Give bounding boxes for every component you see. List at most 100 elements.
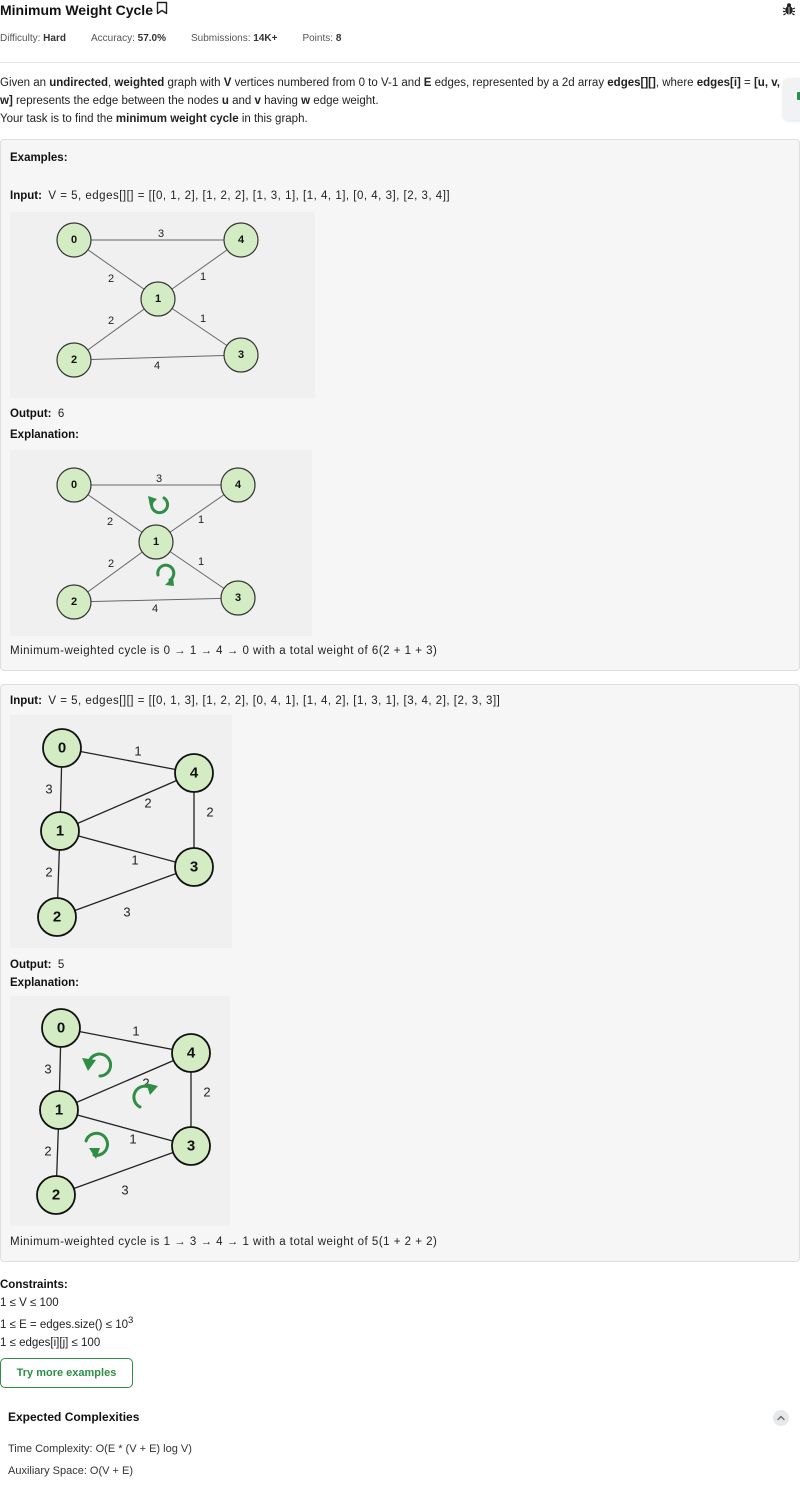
example-2-input: Input: V = 5, edges[][] = [[0, 1, 3], [1…: [10, 695, 501, 707]
constraints-heading: Constraints:: [0, 1279, 68, 1291]
edge-weight: 2: [108, 315, 114, 327]
example-2-explanation-label: Explanation:: [10, 977, 80, 989]
graph-node: [39, 1090, 79, 1130]
graph-node: [36, 1175, 76, 1215]
edge-weight: 2: [107, 516, 113, 528]
points: Points: 8: [302, 33, 342, 44]
space-complexity: Auxiliary Space: O(V + E): [8, 1465, 134, 1477]
example-2-output: Output: 5: [10, 959, 65, 971]
node-label: 3: [190, 859, 198, 876]
difficulty: Difficulty: Hard: [0, 33, 66, 44]
examples-heading: Examples:: [10, 152, 68, 164]
graph-edge: [59, 830, 195, 868]
node-label: 3: [187, 1138, 195, 1155]
graph-node: [41, 1008, 81, 1048]
constraint-line: 1 ≤ E = edges.size() ≤ 103: [0, 1315, 134, 1331]
graph-node: [223, 337, 259, 373]
example-1-explanation-graph: 3 2 1 2 1 4 0 4 1 2 3: [10, 450, 312, 636]
node-label: 2: [71, 596, 77, 608]
edge-weight: 2: [203, 1085, 210, 1100]
graph-node: [56, 342, 92, 378]
try-more-examples-button[interactable]: Try more examples: [0, 1358, 133, 1388]
edge-weight: 3: [45, 782, 52, 797]
graph-edge: [59, 772, 195, 832]
edge-weight: 3: [158, 228, 164, 240]
graph-edge: [60, 1027, 192, 1054]
description-paragraph-1: Given an undirected, weighted graph with…: [0, 77, 780, 107]
submissions: Submissions: 14K+: [191, 33, 278, 44]
example-card-2: Input: V = 5, edges[][] = [[0, 1, 3], [1…: [0, 684, 800, 1262]
side-panel-tab-marker: [797, 92, 800, 100]
expected-complexities-heading: Expected Complexities: [8, 1410, 140, 1424]
edge-weight: 1: [200, 313, 206, 325]
accuracy: Accuracy: 57.0%: [90, 33, 167, 44]
cycle-arrow-icon: [132, 1083, 158, 1109]
edge-weight: 1: [131, 853, 138, 868]
cycle-arrow-icon: [156, 563, 176, 586]
node-label: 4: [187, 1045, 196, 1062]
edge-weight: 2: [108, 273, 114, 285]
graph-node: [223, 222, 259, 258]
collapse-toggle[interactable]: [773, 1410, 789, 1426]
node-label: 1: [55, 1102, 63, 1119]
edge-weight: 1: [129, 1132, 136, 1147]
node-label: 3: [235, 592, 241, 604]
node-label: 3: [238, 349, 244, 361]
description-paragraph-2: Your task is to find the minimum weight …: [0, 113, 308, 125]
node-label: 0: [71, 234, 77, 246]
edge-weight: 2: [144, 796, 151, 811]
example-1-input: Input: V = 5, edges[][] = [[0, 1, 2], [1…: [10, 190, 451, 202]
node-label: 0: [71, 479, 77, 491]
edge-weight: 2: [45, 865, 52, 880]
example-1-output: Output: 6: [10, 408, 65, 420]
example-1-explanation-label: Explanation:: [10, 429, 80, 441]
example-2-explanation-graph: 1 3 2 2 1 2 3 0 4 1 3 2: [10, 996, 230, 1226]
graph-node: [56, 222, 92, 258]
edge-weight: 1: [134, 744, 141, 759]
example-card-1: Examples: Input: V = 5, edges[][] = [[0,…: [0, 139, 800, 671]
problem-title-text: Minimum Weight Cycle: [0, 1, 153, 18]
problem-description: Given an undirected, weighted graph with…: [0, 74, 800, 128]
time-complexity: Time Complexity: O(E * (V + E) log V): [8, 1443, 192, 1455]
node-label: 0: [57, 1020, 65, 1037]
graph-edge: [56, 866, 195, 918]
edge-weight: 4: [154, 360, 160, 372]
graph-node: [40, 811, 80, 851]
edge-weight: 1: [132, 1024, 139, 1039]
report-bug-icon[interactable]: [782, 2, 796, 21]
node-label: 1: [56, 823, 64, 840]
problem-header: Minimum Weight Cycle Difficulty: Hard Ac…: [0, 0, 800, 63]
graph-node: [56, 467, 92, 503]
edge-weight: 1: [200, 271, 206, 283]
edge-weight: 2: [108, 558, 114, 570]
example-1-graph: 3 2 1 2 1 4 0 4 1 2 3: [10, 212, 315, 398]
graph-node: [140, 281, 176, 317]
graph-node: [56, 584, 92, 620]
graph-node: [42, 728, 82, 768]
edge-weight: 1: [198, 556, 204, 568]
edge-weight: 3: [121, 1183, 128, 1198]
constraint-line: 1 ≤ V ≤ 100: [0, 1297, 59, 1309]
node-label: 2: [52, 1187, 60, 1204]
side-panel-tab[interactable]: [783, 78, 800, 120]
node-label: 2: [53, 909, 61, 926]
graph-edge: [73, 354, 242, 361]
graph-node: [171, 1126, 211, 1166]
edge-weight: 4: [152, 603, 158, 615]
graph-node: [37, 897, 77, 937]
graph-node: [171, 1033, 211, 1073]
bookmark-icon[interactable]: [156, 1, 168, 18]
graph-node: [220, 467, 256, 503]
constraints-section: Constraints: 1 ≤ V ≤ 100 1 ≤ E = edges.s…: [0, 1276, 133, 1352]
graph-edge: [58, 1109, 192, 1147]
node-label: 1: [155, 293, 161, 305]
edge-weight: 3: [123, 905, 130, 920]
edge-weight: 2: [206, 805, 213, 820]
graph-edge: [58, 1052, 192, 1111]
graph-node: [174, 847, 214, 887]
graph-edge: [73, 597, 239, 603]
cycle-arrow-icon: [84, 1131, 109, 1159]
example-2-graph: 1 3 2 2 1 2 3 0 4 1 3 2: [10, 715, 232, 948]
node-label: 4: [238, 234, 245, 246]
graph-node: [220, 580, 256, 616]
